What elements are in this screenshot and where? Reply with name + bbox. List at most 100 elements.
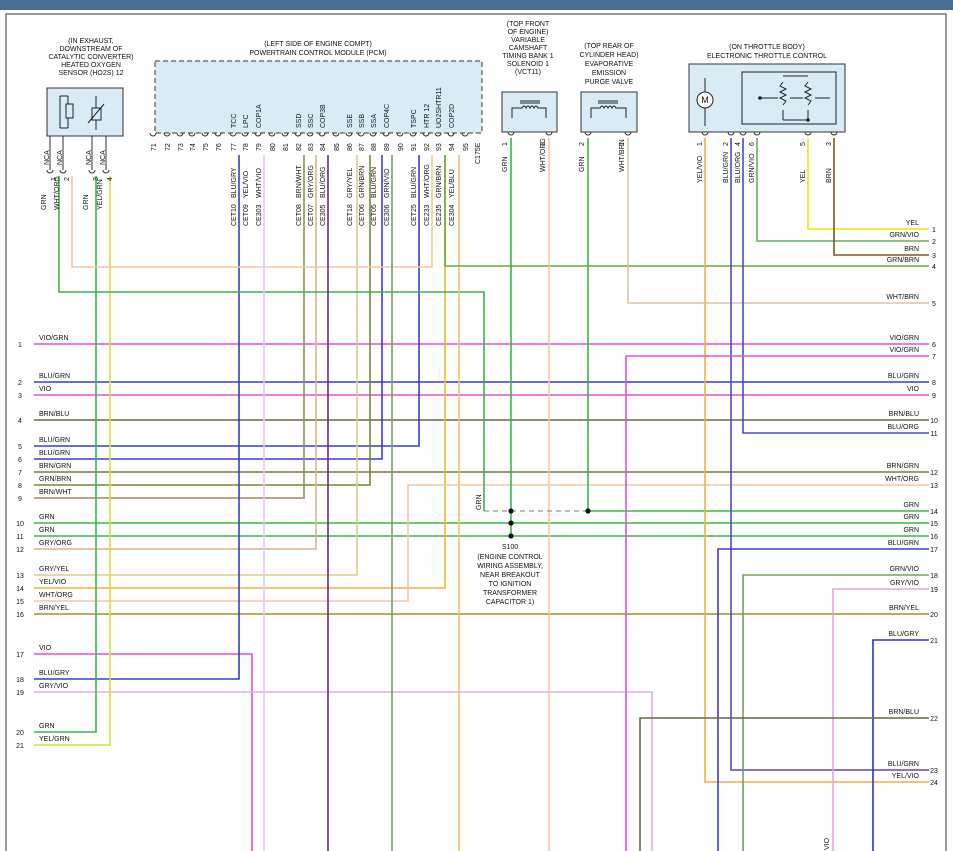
evap-pin-number: 2	[579, 142, 586, 146]
pcm-pin-number: 72	[165, 143, 172, 151]
junction-dot	[508, 533, 514, 539]
wire-grn-vio-etc6-right2	[756, 138, 929, 242]
right-connector-number: 4	[932, 264, 936, 271]
pcm-pin-wire-color: WHT/ORG	[424, 164, 431, 198]
pcm-pin-signal: SSE	[347, 114, 354, 128]
pcm-pin-terminal	[201, 132, 209, 137]
etc-pin-number: 3	[826, 142, 833, 146]
splice-name: S100	[502, 544, 518, 551]
pcm-pin-terminal	[188, 132, 196, 137]
pcm-pin-signal: SSA	[371, 114, 378, 128]
pcm-pin-terminal	[447, 132, 455, 137]
ho2s-pin-number: 4	[107, 177, 114, 181]
pcm-pin-terminal	[149, 132, 157, 137]
etc-pin-terminal	[701, 131, 709, 136]
etc-pin-wire-color: YEL/VIO	[697, 155, 704, 183]
vct-pin-terminal	[507, 131, 515, 136]
wire-wht-brn-evap1-right5	[627, 138, 929, 304]
motor-label: M	[701, 95, 709, 105]
wire-grn-brn-pcm93-right4	[444, 155, 929, 267]
pcm-pin-circuit: CE306	[384, 204, 391, 226]
right-connector-number: 2	[932, 239, 936, 246]
left-connector-number: 4	[18, 418, 22, 425]
ho2s-box	[46, 87, 124, 137]
wire-wht-org-ho2s2-pcm92	[71, 155, 433, 268]
pcm-pin-wire-color: GRY/ORG	[308, 165, 315, 198]
pcm-pin-wire-color: YEL/VIO	[243, 170, 250, 198]
left-connector-wire-label: VIO/GRN	[39, 335, 69, 342]
evap-pin-wire-color: GRN	[579, 156, 586, 172]
wire-yel-etc5-right1	[807, 138, 929, 230]
etc-pin-number: 2	[723, 142, 730, 146]
pcm-pin-number: 88	[371, 143, 378, 151]
pcm-pin-number: 77	[231, 143, 238, 151]
pcm-pin-terminal	[294, 132, 302, 137]
ho2s-pin-terminal	[59, 169, 67, 174]
etc-pin-wire-color: YEL	[800, 170, 807, 183]
left-connector-number: 6	[18, 457, 22, 464]
right-connector-wire-label: BLU/GRN	[888, 373, 919, 380]
pcm-pin-signal: COP4C	[384, 104, 391, 128]
left-connector-wire-label: GRN/BRN	[39, 476, 71, 483]
pcm-pin-wire-color: GRN/VIO	[384, 168, 391, 198]
etc-pin-wire-color: BRN	[826, 168, 833, 183]
splice-line-6: CAPACITOR 1)	[486, 599, 534, 606]
vct-title-line-6: SOLENOID 1	[507, 61, 549, 68]
evap-pin-wire-color: WHT/BRN	[619, 139, 626, 172]
pcm-pin-signal: COP1A	[256, 104, 263, 128]
left-connector-wire-label: GRY/YEL	[39, 566, 69, 573]
ho2s-component: (IN EXHAUST, DOWNSTREAM OF CATALYTIC CON…	[46, 38, 134, 137]
wire-grn-left20-ho2s3	[34, 176, 97, 733]
left-connector-wire-label: WHT/ORG	[39, 592, 73, 599]
evap-title-line-1: (TOP REAR OF	[584, 43, 634, 50]
window-title-bar	[0, 0, 953, 10]
sensor-element-icon	[87, 96, 105, 130]
ho2s-pin-nca: NCA	[57, 150, 64, 165]
solenoid-coil-icon	[511, 100, 547, 118]
right-connector-number: 23	[930, 768, 938, 775]
ho2s-title-line-3: CATALYTIC CONVERTER)	[48, 54, 133, 61]
wire-blu-grn-etc2-right23	[730, 138, 929, 771]
pcm-pin-number: 94	[449, 143, 456, 151]
pcm-pin-terminal	[461, 132, 469, 137]
right-connector-number: 15	[930, 521, 938, 528]
pcm-pin-number: 89	[384, 143, 391, 151]
pcm-pin-circuit: CET09	[243, 204, 250, 226]
right-connector-wire-label: BRN/YEL	[889, 605, 919, 612]
right-connector-number: 24	[930, 780, 938, 787]
right-connector-number: 13	[930, 483, 938, 490]
right-connector-wire-label: BLU/GRN	[888, 540, 919, 547]
right-connector-wire-label: BLU/GRN	[888, 761, 919, 768]
pcm-pin-number: 85	[334, 143, 341, 151]
ho2s-pin-terminal	[88, 169, 96, 174]
left-connector-wire-label: BLU/GRN	[39, 373, 70, 380]
left-connector-number: 17	[16, 652, 24, 659]
right-connector-wire-label: VIO/GRN	[889, 347, 919, 354]
pcm-pin-terminal	[409, 132, 417, 137]
wire-brn-blu-right22-down	[639, 717, 929, 851]
junction-dot	[508, 520, 514, 526]
etc-pin-number: 6	[749, 142, 756, 146]
wires-layer	[34, 138, 929, 851]
pcm-pin-terminal	[229, 132, 237, 137]
etc-pin-number: 5	[800, 142, 807, 146]
pcm-pin-number: 81	[283, 143, 290, 151]
pcm-pin-circuit: CET07	[308, 204, 315, 226]
right-connector-number: 22	[930, 716, 938, 723]
pcm-pin-circuit: CET10	[231, 204, 238, 226]
pcm-pin-number: 87	[359, 143, 366, 151]
pcm-pin-signal: COP3B	[320, 104, 327, 128]
pcm-pin-number: 83	[308, 143, 315, 151]
pcm-pin-terminal	[254, 132, 262, 137]
left-connector-wire-label: BRN/GRN	[39, 463, 71, 470]
right-connector-wire-label: WHT/ORG	[885, 476, 919, 483]
left-connector-number: 10	[16, 521, 24, 528]
ho2s-title-line-5: SENSOR (HO2S) 12	[59, 70, 124, 77]
vct-pin-wire-color: WHT/ORG	[540, 138, 547, 172]
pcm-connector-id: C175E	[475, 142, 482, 164]
left-connector-wire-label: YEL/VIO	[39, 579, 67, 586]
ho2s-pin-wire-color: GRN	[83, 194, 90, 210]
pcm-pin-signal: SSD	[296, 114, 303, 128]
solenoid-coil-icon	[590, 100, 627, 118]
